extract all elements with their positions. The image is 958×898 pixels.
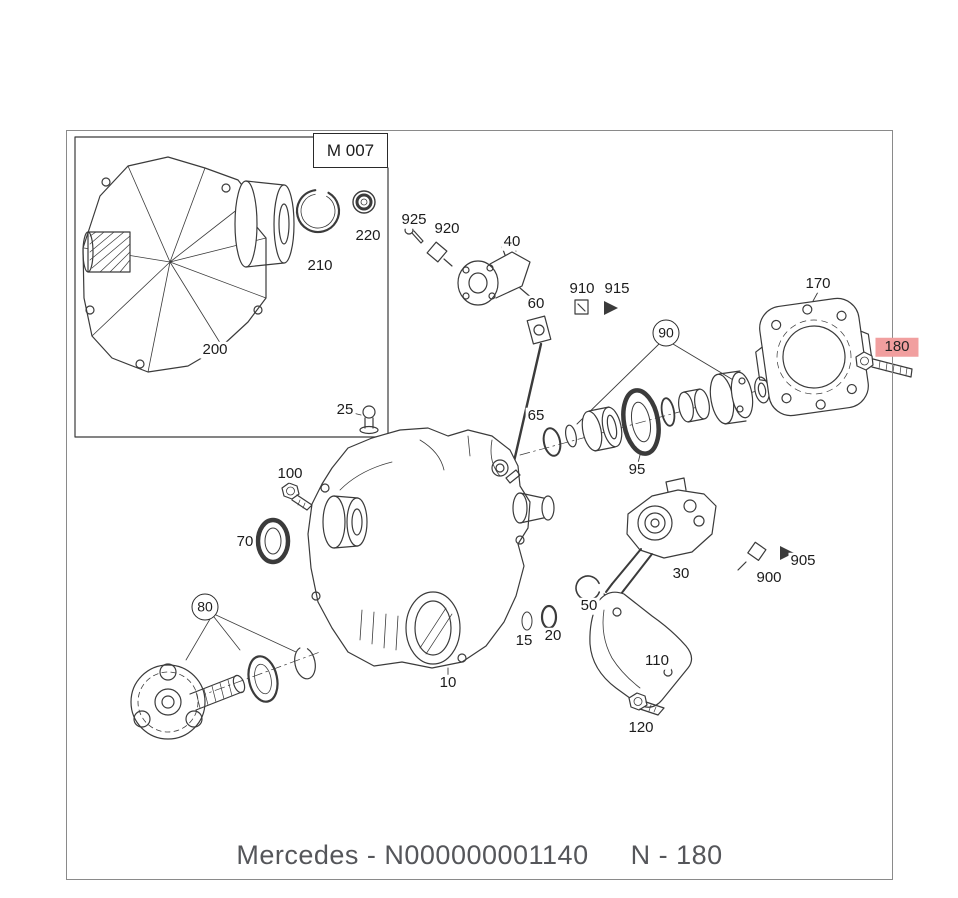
- part-label-30[interactable]: 30: [670, 564, 692, 583]
- part-label-915[interactable]: 915: [602, 279, 632, 298]
- part-30-art: [603, 477, 717, 601]
- part-label-110[interactable]: 110: [643, 651, 671, 670]
- part-label-170[interactable]: 170: [803, 274, 833, 293]
- part-80-art: [130, 614, 321, 740]
- part-label-180[interactable]: 180: [875, 337, 919, 357]
- part-10-art: [307, 427, 555, 676]
- part-label-25[interactable]: 25: [334, 400, 356, 419]
- part-40-art: [457, 242, 535, 309]
- part-label-50[interactable]: 50: [578, 596, 600, 615]
- part-label-920[interactable]: 920: [432, 219, 462, 238]
- part-25-art: [352, 405, 379, 435]
- part-180-art: [855, 351, 913, 378]
- part-label-120[interactable]: 120: [626, 718, 656, 737]
- part-label-200[interactable]: 200: [200, 340, 230, 359]
- part-915-art: [604, 301, 618, 315]
- bearing-group-art: [542, 370, 770, 464]
- part-15-art: [521, 611, 533, 631]
- part-910-art: [574, 299, 589, 315]
- subassembly-label[interactable]: M 007: [313, 133, 388, 168]
- part-label-40[interactable]: 40: [501, 232, 523, 251]
- caption-ref-number: N - 180: [630, 840, 723, 870]
- part-70-art: [255, 517, 291, 565]
- part-label-210[interactable]: 210: [305, 256, 335, 275]
- part-920-art: [426, 241, 453, 267]
- part-label-95[interactable]: 95: [626, 460, 648, 479]
- part-900-art: [737, 541, 767, 571]
- part-label-220[interactable]: 220: [353, 226, 383, 245]
- part-label-80[interactable]: 80: [191, 593, 219, 621]
- part-label-905[interactable]: 905: [788, 551, 818, 570]
- part-label-90[interactable]: 90: [652, 319, 680, 347]
- part-label-70[interactable]: 70: [234, 532, 256, 551]
- part-210-art: [295, 188, 341, 234]
- subassembly-box-outline: [74, 136, 389, 438]
- part-label-65[interactable]: 65: [525, 406, 547, 425]
- caption: Mercedes - N000000001140 N - 180: [66, 840, 893, 871]
- part-label-900[interactable]: 900: [754, 568, 784, 587]
- part-label-15[interactable]: 15: [513, 631, 535, 650]
- part-label-10[interactable]: 10: [437, 673, 459, 692]
- part-label-60[interactable]: 60: [525, 294, 547, 313]
- part-label-925[interactable]: 925: [399, 210, 429, 229]
- part-100-art: [281, 482, 313, 511]
- caption-part-code: Mercedes - N000000001140: [236, 840, 589, 870]
- part-label-910[interactable]: 910: [567, 279, 597, 298]
- diagram-frame: [66, 130, 893, 880]
- part-220-art: [352, 190, 376, 214]
- part-905-art: [780, 546, 794, 560]
- part-label-100[interactable]: 100: [275, 464, 305, 483]
- part-200-art: [82, 156, 295, 373]
- part-label-20[interactable]: 20: [542, 626, 564, 645]
- part-120-art: [628, 692, 665, 716]
